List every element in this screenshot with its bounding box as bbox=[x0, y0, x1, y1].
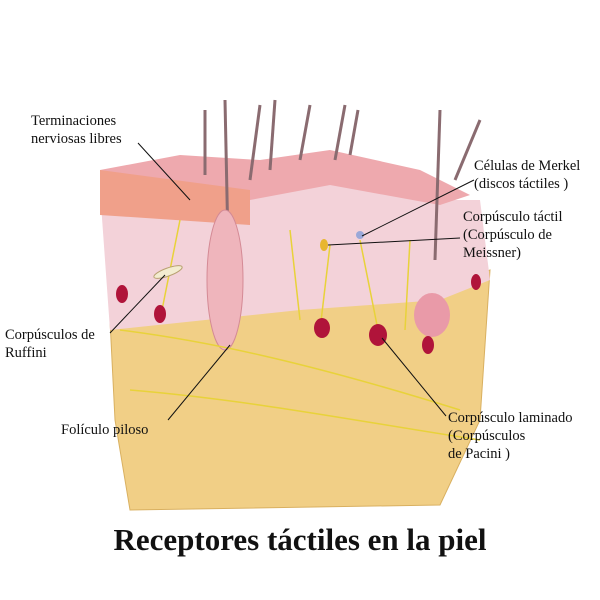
label-free-nerve-endings: Terminaciones nerviosas libres bbox=[31, 112, 122, 148]
label-line: (Corpúsculo de bbox=[463, 227, 552, 243]
epidermis-front bbox=[100, 170, 250, 225]
label-meissner-corpuscle: Corpúsculo táctil (Corpúsculo de Meissne… bbox=[463, 208, 562, 262]
merkel-cell bbox=[356, 231, 364, 239]
label-line: Meissner) bbox=[463, 245, 521, 261]
leader-lines bbox=[109, 142, 475, 421]
nerve-fibers bbox=[119, 219, 481, 441]
label-ruffini-corpuscles: Corpúsculos de Ruffini bbox=[5, 326, 95, 362]
ruffini-corpuscle bbox=[153, 265, 183, 279]
label-line: Células de Merkel bbox=[474, 158, 581, 174]
label-line: Ruffini bbox=[5, 345, 47, 361]
label-line: nerviosas libres bbox=[31, 131, 122, 147]
label-hair-follicle: Folículo piloso bbox=[61, 421, 148, 439]
label-line: Corpúsculos de bbox=[5, 327, 95, 343]
label-line: Folículo piloso bbox=[61, 422, 149, 438]
label-line: (Corpúsculos bbox=[448, 428, 526, 444]
label-line: Corpúsculo laminado bbox=[448, 410, 573, 426]
label-line: (discos táctiles ) bbox=[474, 176, 569, 192]
label-pacinian-corpuscle: Corpúsculo laminado (Corpúsculos de Paci… bbox=[448, 409, 572, 463]
pacinian-corpuscles bbox=[116, 274, 481, 354]
hair-shafts bbox=[203, 99, 482, 341]
meissner-corpuscle bbox=[320, 239, 328, 251]
diagram-title: Receptores táctiles en la piel bbox=[113, 522, 487, 557]
label-line: Terminaciones bbox=[31, 113, 117, 129]
label-line: Corpúsculo táctil bbox=[463, 209, 563, 225]
label-line: de Pacini ) bbox=[448, 446, 511, 462]
hair-follicle bbox=[206, 209, 244, 351]
label-merkel-cells: Células de Merkel (discos táctiles ) bbox=[474, 157, 580, 193]
sweat-gland-duct bbox=[414, 293, 450, 337]
